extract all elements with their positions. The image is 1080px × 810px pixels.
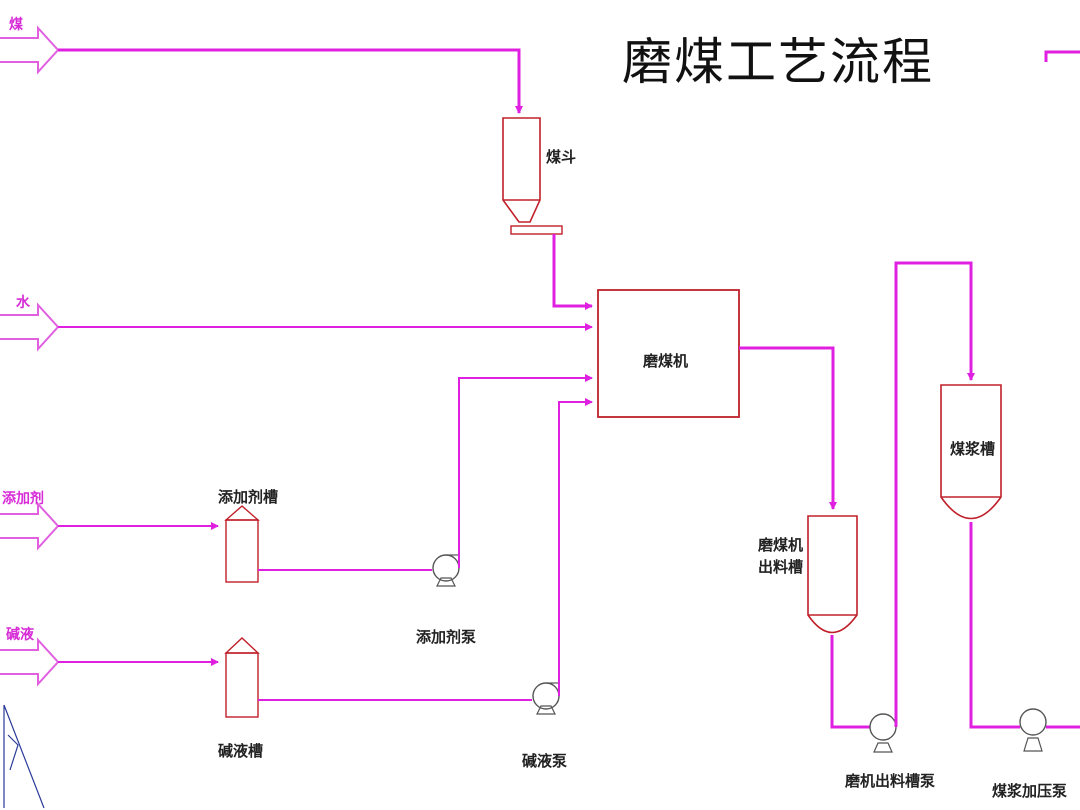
coal-mill [597, 289, 740, 418]
slurry-tank-label: 煤浆槽 [950, 440, 996, 458]
alkali-pump-to-mill-line [558, 398, 593, 696]
additive-input-label: 添加剂 [2, 491, 44, 507]
partial-blue-shape [3, 704, 45, 809]
additive-pump-to-mill-line [458, 374, 593, 568]
mill-outlet-tank [807, 515, 858, 634]
slurry-booster-pump-label: 煤浆加压泵 [992, 782, 1068, 800]
alkali-tank [224, 637, 260, 718]
outlet-pump-to-slurry-tank-line [894, 261, 975, 727]
coal-hopper [502, 117, 563, 235]
coal-mill-label: 磨煤机 [643, 352, 689, 370]
alkali-pump-label: 碱液泵 [522, 752, 568, 770]
water-input-label: 水 [16, 295, 30, 311]
mill-to-outlet-tank-line [739, 346, 837, 510]
mill-outlet-pump [869, 713, 897, 753]
page-title: 磨煤工艺流程 [622, 33, 934, 91]
additive-pump-label: 添加剂泵 [416, 628, 477, 646]
coal-hopper-label: 煤斗 [546, 148, 577, 166]
slurry-tank-to-booster-line [969, 522, 1020, 729]
mill-outlet-tank-label: 磨煤机 出料槽 [758, 534, 803, 578]
alkali-input-arrow [0, 637, 60, 687]
coal-input-label: 煤 [9, 17, 23, 33]
mill-outlet-pump-label: 磨机出料槽泵 [845, 772, 936, 790]
additive-input-arrow [0, 501, 60, 551]
alkali-tank-label: 碱液槽 [218, 742, 264, 760]
coal-feed-line [58, 48, 523, 114]
coal-input-arrow [0, 25, 60, 75]
additive-tank-label: 添加剂槽 [218, 488, 279, 506]
slurry-booster-pump [1019, 708, 1047, 752]
outlet-fragment-line [1044, 50, 1080, 62]
outlet-tank-to-pump-line [830, 635, 870, 729]
mill-outlet-tank-label-line1: 磨煤机 [758, 536, 804, 554]
hopper-to-mill-line [552, 234, 593, 310]
slurry-tank [940, 384, 1002, 520]
alkali-input-label: 碱液 [6, 627, 34, 643]
alkali-pump [532, 682, 560, 715]
additive-pump [432, 554, 460, 587]
mill-outlet-tank-label-line2: 出料槽 [758, 558, 804, 576]
additive-tank [224, 505, 260, 583]
